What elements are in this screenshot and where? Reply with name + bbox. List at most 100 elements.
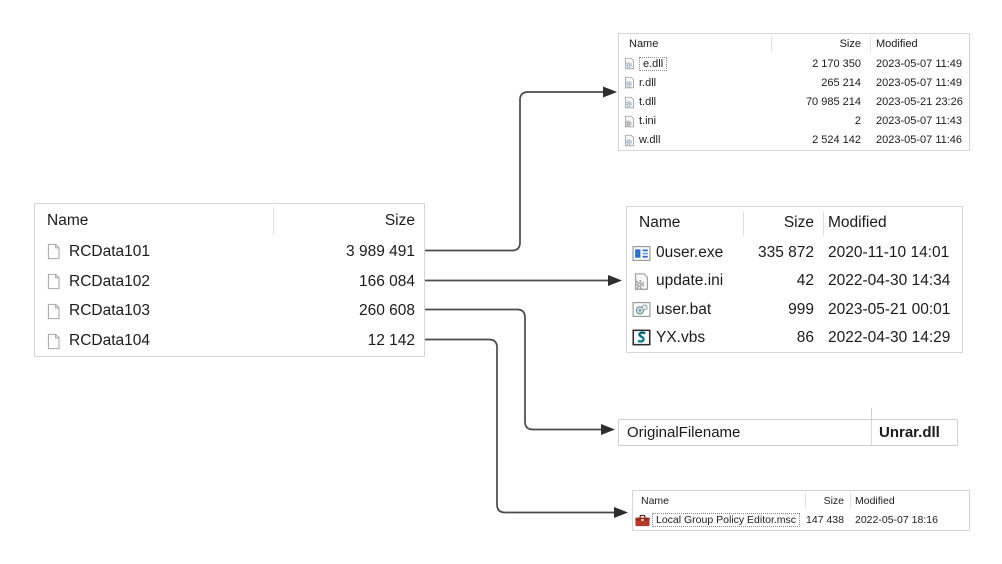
- file-size: 999: [788, 300, 814, 318]
- column-header-modified[interactable]: Modified: [849, 495, 969, 507]
- column-divider-tick: [871, 408, 872, 419]
- file-name: w.dll: [639, 134, 661, 147]
- column-header-name[interactable]: Name: [627, 214, 742, 232]
- column-header-size[interactable]: Size: [770, 38, 869, 50]
- file-size: 2: [854, 115, 861, 128]
- file-name: Local Group Policy Editor.msc: [652, 513, 801, 527]
- column-divider: [871, 420, 872, 445]
- file-size: 2 524 142: [812, 134, 861, 147]
- file-modified: 2023-05-07 11:46: [876, 134, 963, 147]
- file-size: 86: [796, 328, 814, 346]
- column-header-size[interactable]: Size: [804, 495, 849, 507]
- table-row-user-bat[interactable]: user.bat 999 2023-05-21 00:01: [627, 296, 962, 324]
- column-divider[interactable]: [850, 493, 851, 508]
- table-row-t-dll[interactable]: t.dll 70 985 214 2023-05-21 23:26: [619, 92, 969, 111]
- file-name: 0user.exe: [656, 244, 724, 262]
- column-header-label: Modified: [876, 38, 918, 50]
- column-header-modified[interactable]: Modified: [822, 214, 962, 232]
- dll-file-icon: [625, 134, 634, 147]
- file-size: 166 084: [358, 272, 415, 290]
- file-name: RCData104: [69, 332, 150, 350]
- column-header-label: Size: [823, 494, 844, 507]
- file-modified: 2020-11-10 14:01: [828, 244, 950, 262]
- blank-file-icon: [47, 303, 60, 320]
- version-info-row: OriginalFilename Unrar.dll: [618, 419, 958, 446]
- file-name: e.dll: [639, 56, 668, 71]
- file-size: 2 170 350: [812, 57, 861, 70]
- column-divider[interactable]: [805, 493, 806, 508]
- column-header-label: Name: [629, 38, 659, 50]
- msc-file-icon: [635, 514, 650, 526]
- blank-file-icon: [47, 244, 60, 260]
- file-name: user.bat: [656, 300, 712, 318]
- column-divider[interactable]: [870, 36, 871, 52]
- ini-file-icon: [634, 273, 649, 290]
- file-name: YX.vbs: [656, 328, 706, 346]
- file-size: 70 985 214: [805, 96, 861, 108]
- arrow-rcdata104-to-msc-table: [425, 338, 614, 514]
- dll-file-icon: [625, 96, 634, 108]
- version-info-value: Unrar.dll: [879, 424, 940, 441]
- file-size: 42: [796, 272, 814, 290]
- dll-file-icon: [625, 57, 634, 70]
- vbs-file-icon: [632, 329, 651, 346]
- column-header-label: Name: [639, 214, 681, 231]
- table-row-rcdata103[interactable]: RCData103 260 608: [35, 297, 424, 327]
- column-divider[interactable]: [273, 207, 274, 235]
- arrow-rcdata103-to-version-row: [425, 308, 601, 431]
- resource-table: Name Size RCData101 3 989 491 RCData102 …: [34, 203, 425, 357]
- column-header-name[interactable]: Name: [619, 38, 770, 50]
- column-header-modified[interactable]: Modified: [869, 38, 969, 50]
- file-modified: 2023-05-21 23:26: [876, 96, 963, 108]
- table-row-t-ini[interactable]: t.ini 2 2023-05-07 11:43: [619, 112, 969, 131]
- column-header-label: Size: [384, 211, 415, 229]
- column-header-label: Size: [783, 214, 814, 231]
- table-row-rcdata104[interactable]: RCData104 12 142: [35, 326, 424, 356]
- table-row-r-dll[interactable]: r.dll 265 214 2023-05-07 11:49: [619, 73, 969, 92]
- table-row-rcdata101[interactable]: RCData101 3 989 491: [35, 237, 424, 267]
- column-divider[interactable]: [743, 211, 744, 236]
- file-size: 260 608: [358, 302, 415, 320]
- file-size: 335 872: [757, 244, 814, 262]
- column-header-label: Modified: [828, 214, 887, 231]
- column-header-name[interactable]: Name: [633, 495, 804, 507]
- column-divider[interactable]: [771, 36, 772, 52]
- arrowhead-icon: [614, 507, 628, 518]
- table-row-local-group-policy-editor-msc[interactable]: Local Group Policy Editor.msc 147 438 20…: [633, 510, 969, 530]
- arrowhead-icon: [603, 86, 617, 98]
- column-divider[interactable]: [823, 211, 824, 236]
- file-modified: 2023-05-07 11:43: [876, 115, 963, 128]
- dll-file-icon: [625, 77, 634, 89]
- column-header-name[interactable]: Name: [35, 212, 274, 230]
- file-modified: 2023-05-21 00:01: [828, 300, 951, 318]
- arrow-rcdata101-to-dll-table: [425, 91, 603, 252]
- exe-file-icon: [632, 245, 651, 261]
- file-size: 12 142: [367, 332, 415, 350]
- file-name: t.ini: [639, 115, 657, 128]
- table-row-rcdata102[interactable]: RCData102 166 084: [35, 267, 424, 297]
- table-row-e-dll[interactable]: e.dll 2 170 350 2023-05-07 11:49: [619, 54, 969, 73]
- column-header-label: Size: [839, 38, 861, 50]
- dll-table: Name Size Modified e.dll 2 170 350 2023-…: [618, 33, 970, 151]
- table-row-yx-vbs[interactable]: YX.vbs 86 2022-04-30 14:29: [627, 324, 962, 352]
- file-modified: 2023-05-07 11:49: [876, 76, 963, 89]
- column-header-label: Name: [47, 211, 89, 229]
- bat-file-icon: [632, 302, 651, 318]
- blank-file-icon: [47, 333, 60, 349]
- arrowhead-icon: [601, 424, 615, 435]
- table-row-w-dll[interactable]: w.dll 2 524 142 2023-05-07 11:46: [619, 131, 969, 150]
- file-name: update.ini: [656, 272, 724, 290]
- file-name: RCData102: [69, 272, 150, 290]
- column-header-label: Name: [641, 494, 670, 507]
- file-size: 265 214: [821, 76, 861, 89]
- table-row-update-ini[interactable]: update.ini 42 2022-04-30 14:34: [627, 267, 962, 295]
- file-modified: 2022-04-30 14:34: [828, 272, 951, 290]
- file-name: t.dll: [639, 96, 657, 108]
- file-name: RCData101: [69, 242, 150, 260]
- column-header-size[interactable]: Size: [274, 212, 424, 230]
- column-header-size[interactable]: Size: [742, 214, 822, 232]
- table-row-0user-exe[interactable]: 0user.exe 335 872 2020-11-10 14:01: [627, 239, 962, 267]
- file-modified: 2022-04-30 14:29: [828, 328, 951, 346]
